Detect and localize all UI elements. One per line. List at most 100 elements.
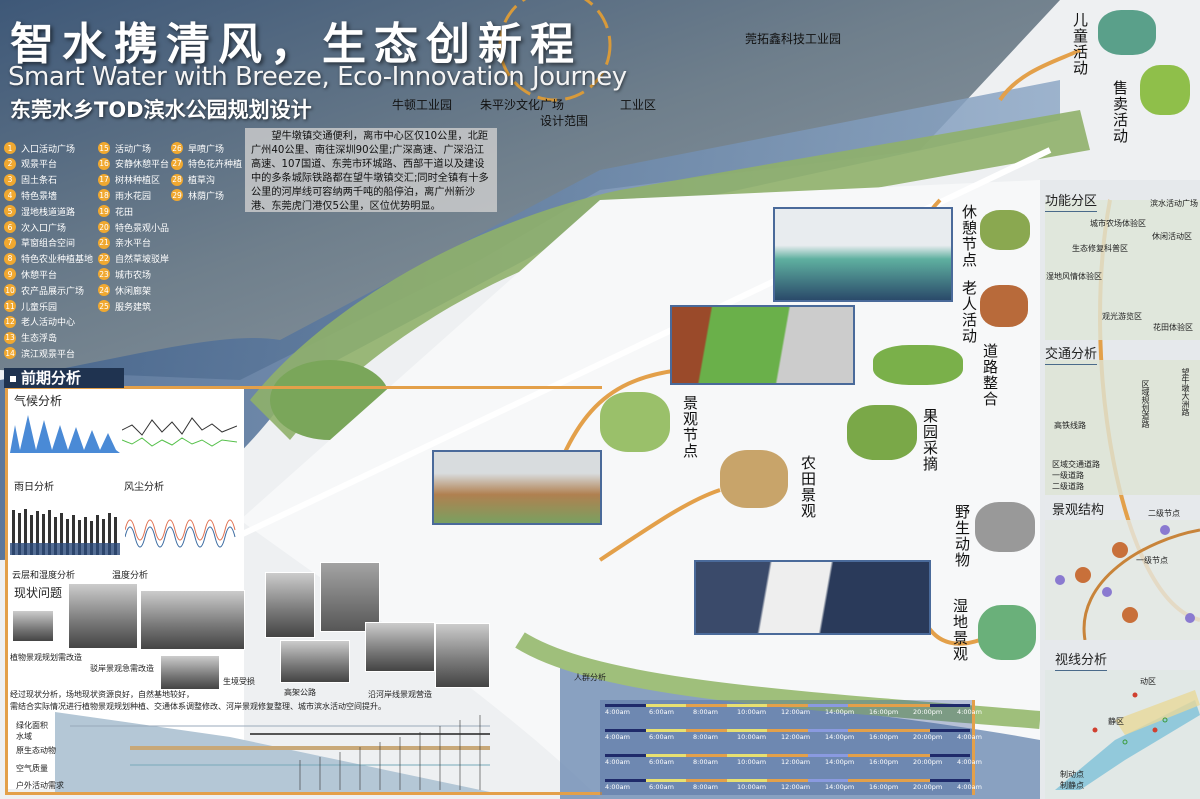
design-scope-ring [498, 0, 612, 102]
map-label-industrial: 工业区 [620, 98, 657, 112]
road-illustration [873, 345, 963, 385]
sight-label: 动区 [1140, 677, 1156, 686]
timeline-time: 4:00am [605, 708, 630, 716]
poster-title-english: Smart Water with Breeze, Eco-Innovation … [8, 62, 627, 92]
timeline-bar [605, 754, 971, 757]
timeline-segment [848, 779, 889, 782]
timeline-segment [807, 754, 849, 757]
sight-label: 制动点 [1060, 770, 1084, 779]
timeline-time: 20:00pm [913, 733, 943, 741]
legend-label: 休憩平台 [21, 270, 58, 281]
traffic-label: 高铁线路 [1054, 421, 1086, 430]
legend-label: 观景平台 [21, 160, 58, 171]
legend-number-badge: 6 [4, 221, 16, 233]
factor-area [55, 712, 490, 792]
timeline-time: 20:00pm [913, 758, 943, 766]
legend-number-badge: 4 [4, 189, 16, 202]
timeline-segment [605, 704, 646, 707]
timeline-segment [807, 704, 849, 707]
timeline-time: 6:00am [649, 783, 674, 791]
legend-label: 自然草坡驳岸 [115, 255, 170, 266]
legend-number-badge: 12 [4, 315, 16, 328]
timeline-segment [807, 729, 849, 732]
timeline-time: 10:00am [737, 783, 767, 791]
timeline-time: 4:00am [605, 758, 630, 766]
map-label-design-scope: 设计范围 [540, 114, 589, 128]
temp-min-line [125, 526, 236, 548]
legend-item: 4 特色景墙 [4, 188, 57, 202]
legend-label: 雨水花园 [115, 191, 152, 202]
wind-chart [122, 417, 237, 447]
timeline-segment [645, 704, 687, 707]
sight-label: 静区 [1108, 717, 1124, 726]
legend-number-badge: 23 [98, 268, 110, 281]
legend-number-badge: 21 [98, 236, 110, 249]
zone-label: 滨水活动广场 [1150, 199, 1198, 208]
timeline-time: 10:00am [737, 708, 767, 716]
structure-diagram [1055, 525, 1200, 640]
location-intro: 望牛墩镇交通便利，离市中心区仅10公里，北距广州40公里、南往深圳90公里;广深… [245, 128, 497, 212]
render-riverwalk [694, 560, 931, 635]
zone-label: 花田体验区 [1153, 323, 1193, 332]
timeline-bar [605, 704, 971, 707]
label-wetland: 湿地景观 [951, 598, 969, 662]
legend-label: 生态浮岛 [21, 334, 58, 345]
primary-node [1122, 607, 1138, 623]
site-photo [435, 623, 490, 688]
timeline-segment [767, 779, 808, 782]
timeline-time: 12:00am [781, 708, 811, 716]
legend-label: 城市农场 [115, 270, 152, 281]
legend-label: 特色景墙 [21, 191, 58, 202]
cloud-bars [12, 509, 117, 555]
structure-label: 一级节点 [1136, 556, 1168, 565]
label-orchard: 果园采摘 [921, 408, 939, 472]
static-point [1162, 717, 1168, 723]
timeline-segment [767, 729, 808, 732]
rain-label: 雨日分析 [14, 482, 54, 493]
summary-line: 经过现状分析，场地现状资源良好，自然基地较好， [10, 690, 194, 699]
timeline-segment [645, 779, 687, 782]
timeline-segment [888, 729, 930, 732]
legend-number-badge: 25 [98, 300, 110, 312]
traffic-label: 望牛墩大洲路 [1181, 368, 1190, 416]
factor-hatching [299, 715, 481, 790]
legend-number-badge: 20 [98, 221, 110, 233]
factor-diagram [55, 712, 490, 792]
legend-number-badge: 22 [98, 252, 110, 265]
analysis-heading: 前期分析 [4, 368, 124, 388]
secondary-node [1055, 575, 1065, 585]
legend-label: 农产品展示广场 [21, 286, 85, 297]
sight-label: 制静点 [1060, 781, 1084, 790]
timeline-segment [848, 704, 889, 707]
temp-label: 温度分析 [112, 571, 149, 581]
zone-label: 湿地风情体验区 [1046, 272, 1102, 281]
legend-label: 树林种植区 [115, 176, 161, 187]
dynamic-point [1092, 727, 1098, 733]
sightline-zone [1055, 700, 1200, 790]
factor-label: 绿化面积 [16, 721, 48, 730]
timeline-time: 14:00pm [825, 758, 855, 766]
timeline-time: 20:00pm [913, 783, 943, 791]
cloud-label: 云层和湿度分析 [12, 571, 76, 581]
legend-number-badge: 27 [171, 157, 183, 170]
legend-label: 花田 [115, 207, 134, 218]
analysis-frame [5, 386, 602, 795]
render-deck [432, 450, 602, 525]
legend-number-badge: 14 [4, 347, 16, 360]
timeline-segment [686, 704, 727, 707]
wind-line [122, 417, 237, 436]
photo-label: 高架公路 [284, 688, 316, 697]
legend-label: 活动广场 [115, 144, 152, 155]
primary-node [1112, 542, 1128, 558]
timeline-segment [726, 779, 768, 782]
